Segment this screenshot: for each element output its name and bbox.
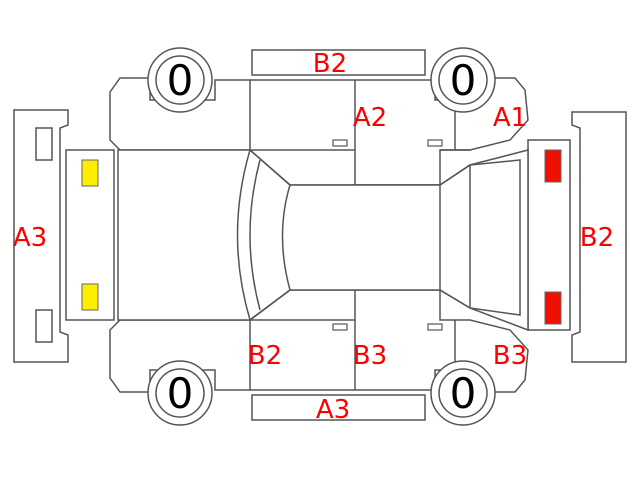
- label-rear-bumper: B2: [580, 223, 614, 253]
- top-roof-panel: [251, 49, 426, 76]
- wheel-top-left: 0: [147, 47, 213, 113]
- wheel-top-left-value: 0: [167, 56, 194, 105]
- bottom-side-panel: [251, 394, 426, 421]
- bottom-side-body: [109, 284, 529, 393]
- label-top-rear-fender: A1: [493, 103, 527, 133]
- front-lamp-bottom: [81, 283, 99, 311]
- rear-bumper: [571, 111, 627, 363]
- label-front-bumper: A3: [13, 223, 47, 253]
- top-view-body: [117, 149, 529, 332]
- wheel-bottom-left-value: 0: [167, 369, 194, 418]
- wheel-top-right-value: 0: [450, 56, 477, 105]
- wheel-bottom-right: 0: [430, 360, 496, 426]
- label-bottom-side-panel: A3: [316, 395, 350, 425]
- label-bottom-rear-door: B3: [353, 341, 387, 371]
- rear-lamp-panel: [527, 139, 571, 331]
- label-roof-top-panel: B2: [313, 49, 347, 79]
- rear-lamp-bottom: [544, 291, 562, 325]
- label-bottom-rear-fender: B3: [493, 341, 527, 371]
- wheel-bottom-left: 0: [147, 360, 213, 426]
- rear-lamp-top: [544, 149, 562, 183]
- front-bumper: [13, 109, 69, 363]
- wheel-top-right: 0: [430, 47, 496, 113]
- front-lamp-top: [81, 159, 99, 187]
- front-lamp-panel: [65, 149, 115, 321]
- label-top-rear-door: A2: [353, 103, 387, 133]
- wheel-bottom-right-value: 0: [450, 369, 477, 418]
- label-bottom-front-door: B2: [248, 341, 282, 371]
